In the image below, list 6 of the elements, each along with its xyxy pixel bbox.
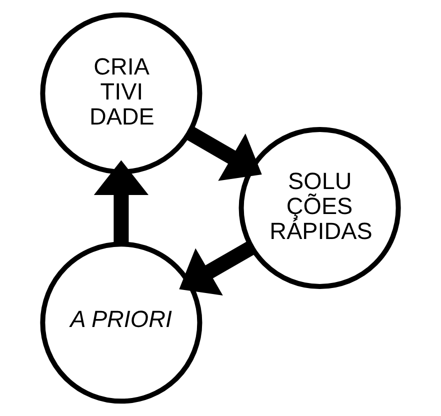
node-circle: SOLU ÇÕES RÁPIDAS [238, 126, 401, 290]
arrow [186, 126, 262, 181]
node-circle: A PRIORI [40, 242, 202, 404]
arrow [94, 160, 149, 244]
arrow [179, 240, 256, 296]
node-circle: CRIA TIVI DADE [40, 12, 202, 174]
